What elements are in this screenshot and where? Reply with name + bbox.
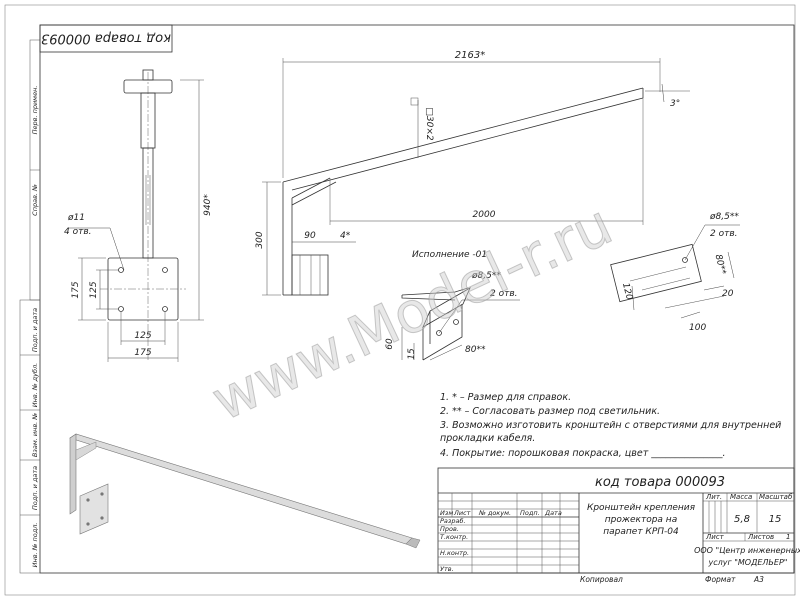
note-line: 2. ** – Согласовать размер под светильни… — [440, 406, 660, 417]
side-label: Подп. и дата — [31, 308, 39, 352]
side-strip: Перв. примен. Справ. № Подп. и дата Инв.… — [19, 39, 41, 574]
detail-dim-100: 100 — [689, 323, 706, 333]
detail-hole-count: 2 отв. — [710, 229, 738, 239]
col-head: Дата — [544, 509, 562, 517]
front-view: ø11 4 отв. 940* 175 125 125 175 — [64, 69, 213, 362]
scale-value: 15 — [769, 514, 782, 525]
note-line: 1. * – Размер для справок. — [440, 392, 571, 403]
dim-profile: □30×2 — [424, 107, 434, 140]
company-line: услуг "МОДЕЛЬЕР" — [708, 558, 788, 567]
detail-dim-80: 80** — [713, 253, 728, 276]
title-code: код товара 000093 — [595, 475, 725, 490]
variant-hole-dia: ø8,5** — [471, 271, 501, 281]
variant-dim-80: 80** — [465, 345, 486, 355]
dim-125-vertical: 125 — [89, 281, 99, 298]
side-label: Взам. инв. № — [31, 413, 39, 457]
title-name-line: Кронштейн крепления — [587, 503, 696, 513]
role-label: Утв. — [440, 565, 454, 573]
side-label: Перв. примен. — [31, 86, 39, 135]
col-head: Подп. — [520, 509, 540, 517]
dim-125-horizontal: 125 — [134, 331, 151, 341]
dim-hole-dia: ø11 — [67, 213, 85, 223]
side-view: 2163* □30×2 3° 2000 300 90 4* — [255, 50, 690, 296]
variant-view: Исполнение -01 ø8,5** 2 отв. 60 15 80** — [385, 250, 520, 361]
detail-hole-dia: ø8,5** — [709, 212, 739, 222]
note-line: прокладки кабеля. — [440, 433, 535, 444]
title-block: код товара 000093 Изм Лист № докум. Подп… — [437, 467, 800, 574]
sheets-count: 1 — [786, 533, 790, 541]
role-label: Н.контр. — [440, 549, 469, 557]
side-label: Инв. № подл. — [31, 523, 39, 568]
dim-length-total: 2163* — [455, 50, 485, 61]
dim-angle: 3° — [670, 99, 680, 109]
company-line: ООО "Центр инженерных — [694, 546, 800, 555]
dim-2000: 2000 — [473, 210, 496, 220]
variant-label: Исполнение -01 — [412, 250, 487, 260]
dim-4: 4* — [340, 231, 351, 241]
dim-height-total: 940* — [203, 194, 213, 216]
dim-90: 90 — [304, 231, 316, 241]
role-label: Пров. — [440, 525, 459, 533]
head-lit: Лит. — [705, 493, 722, 501]
format-label: Формат — [705, 575, 736, 584]
col-head: № докум. — [478, 509, 511, 517]
col-head: Изм — [440, 509, 453, 517]
dim-175-vertical: 175 — [71, 281, 81, 298]
side-label: Инв. № дубл. — [31, 363, 39, 407]
title-name-line: парапет КРП-04 — [603, 527, 679, 537]
col-head: Лист — [453, 509, 471, 517]
sheets-label: Листов — [747, 533, 774, 541]
isometric-view — [69, 433, 421, 549]
head-mass: Масса — [730, 493, 752, 501]
top-stamp-code: код товара 000093 — [41, 31, 171, 46]
side-label: Подп. и дата — [31, 466, 39, 510]
dim-175-horizontal: 175 — [134, 348, 151, 358]
detail-dim-120: 120 — [620, 282, 634, 301]
note-line: 3. Возможно изготовить кронштейн с отвер… — [440, 420, 781, 431]
head-scale: Масштаб — [759, 493, 793, 501]
copied-label: Копировал — [580, 575, 623, 584]
role-label: Т.контр. — [440, 533, 468, 541]
format-value: A3 — [753, 575, 764, 584]
variant-hole-count: 2 отв. — [490, 289, 518, 299]
plate-detail: ø8,5** 2 отв. 80** 120 20 100 — [610, 212, 740, 333]
notes: 1. * – Размер для справок. 2. ** – Согла… — [440, 392, 781, 459]
title-name-line: прожектора на — [605, 515, 677, 525]
note-line: 4. Покрытие: порошковая покраска, цвет _… — [440, 448, 726, 459]
dim-hole-count: 4 отв. — [64, 227, 92, 237]
outer-frame — [4, 4, 796, 596]
variant-dim-15: 15 — [407, 348, 417, 360]
dim-300: 300 — [255, 231, 265, 248]
side-label: Справ. № — [31, 184, 39, 216]
role-label: Разраб. — [440, 517, 466, 525]
sheet-label: Лист — [705, 533, 725, 541]
top-stamp: код товара 000093 — [39, 24, 173, 53]
variant-dim-60: 60 — [385, 338, 395, 350]
mass-value: 5,8 — [734, 514, 750, 525]
detail-dim-20: 20 — [722, 289, 734, 299]
